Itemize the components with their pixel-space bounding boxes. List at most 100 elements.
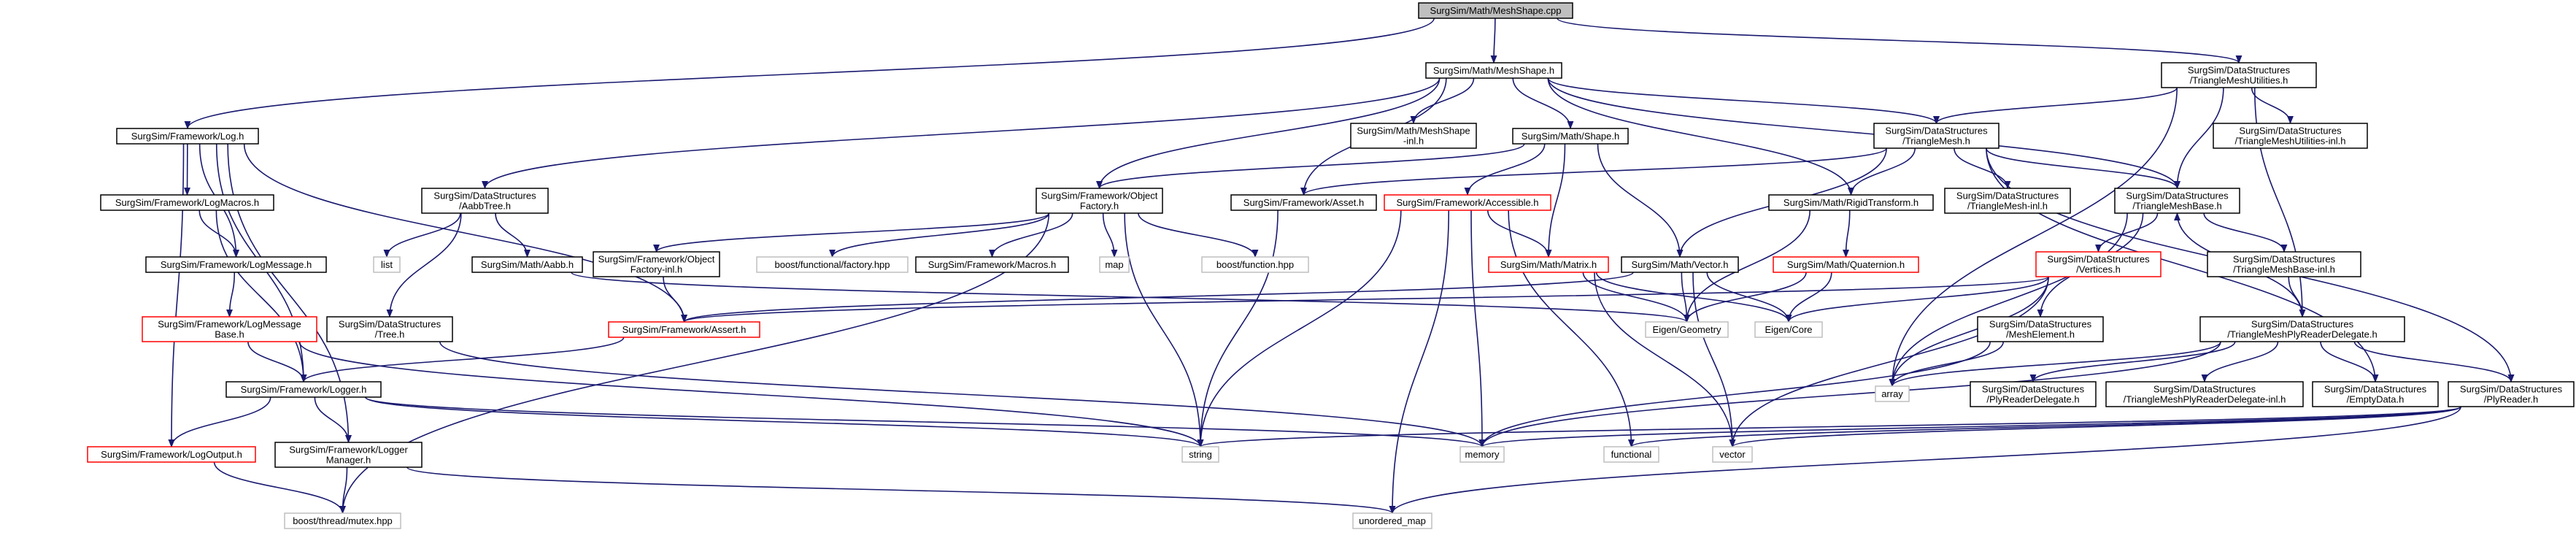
node-logmessage-h[interactable]: SurgSim/Framework/LogMessage.h — [145, 256, 327, 273]
edge-meshshape-h-to-trimeshbase-h — [1547, 77, 2180, 190]
edge-trimeshplydel-h-to-plyreader-h — [2353, 341, 2515, 383]
node-asset-h[interactable]: SurgSim/Framework/Asset.h — [1230, 194, 1377, 211]
node-vertices-h[interactable]: SurgSim/DataStructures/Vertices.h — [2035, 251, 2162, 277]
edge-matrix-h-to-eigen-core — [1595, 272, 1792, 323]
node-assert-h[interactable]: SurgSim/Framework/Assert.h — [608, 321, 760, 338]
node-trimeshplydelinl-h[interactable]: SurgSim/DataStructures/TriangleMeshPlyRe… — [2105, 381, 2304, 407]
node-label: SurgSim/DataStructures — [2251, 319, 2354, 330]
node-label: SurgSim/DataStructures — [2188, 65, 2291, 76]
node-label: /TriangleMeshPlyReaderDelegate-inl.h — [2124, 394, 2286, 405]
edge-trimeshutil-h-to-trimeshutil-inl — [2251, 87, 2294, 125]
node-logoutput-h[interactable]: SurgSim/Framework/LogOutput.h — [87, 446, 256, 463]
node-label: SurgSim/Framework/Object — [1041, 191, 1158, 201]
node-plyreaderdel-h[interactable]: SurgSim/DataStructures/PlyReaderDelegate… — [1970, 381, 2097, 407]
node-label: SurgSim/DataStructures — [1885, 126, 1988, 137]
edge-trimeshplydel-h-to-array — [1889, 341, 2221, 388]
node-box — [284, 512, 401, 529]
node-meshelement-h[interactable]: SurgSim/DataStructures/MeshElement.h — [1977, 316, 2104, 342]
node-label: array — [1881, 388, 1903, 399]
node-label: SurgSim/Math/Quaternion.h — [1787, 259, 1905, 270]
node-map: map — [1099, 256, 1130, 273]
node-box — [1181, 446, 1219, 463]
edge-plyreader-h-to-unordered-map — [1389, 406, 2461, 515]
edge-vector-h-to-assert-h — [681, 272, 1634, 323]
edge-quaternion-h-to-eigen-geometry — [1684, 272, 1807, 323]
node-box — [471, 256, 583, 273]
node-box — [2199, 316, 2405, 342]
edge-rigidtransform-h-to-quaternion-h — [1843, 210, 1851, 258]
node-quaternion-h[interactable]: SurgSim/Math/Quaternion.h — [1773, 256, 1919, 273]
node-macros-h[interactable]: SurgSim/Framework/Macros.h — [915, 256, 1069, 273]
node-meshshape-h[interactable]: SurgSim/Math/MeshShape.h — [1425, 62, 1562, 79]
node-box — [2105, 381, 2304, 407]
node-label: memory — [1465, 449, 1500, 460]
node-label: SurgSim/Framework/Asset.h — [1243, 197, 1364, 208]
node-tree-h[interactable]: SurgSim/DataStructures/Tree.h — [326, 316, 453, 342]
edge-trimesh-h-to-rigidtransform-h — [1848, 147, 1916, 196]
node-aabb-h[interactable]: SurgSim/Math/Aabb.h — [471, 256, 583, 273]
node-trimeshplydel-h[interactable]: SurgSim/DataStructures/TriangleMeshPlyRe… — [2199, 316, 2405, 342]
node-box — [1712, 446, 1753, 463]
node-label: /MeshElement.h — [2006, 329, 2075, 340]
node-trimeshinl-h[interactable]: SurgSim/DataStructures/TriangleMesh-inl.… — [1944, 188, 2071, 214]
node-logger-h[interactable]: SurgSim/Framework/Logger.h — [225, 381, 382, 398]
node-box — [1418, 2, 1573, 19]
node-box — [1425, 62, 1562, 79]
node-label: SurgSim/DataStructures — [433, 191, 536, 201]
edge-logmacros-h-to-logmessage-h — [198, 210, 239, 258]
node-log-h[interactable]: SurgSim/Framework/Log.h — [116, 128, 259, 145]
node-matrix-h[interactable]: SurgSim/Math/Matrix.h — [1488, 256, 1609, 273]
edge-trimeshutil-h-to-trimeshbase-h — [2174, 87, 2224, 190]
edge-trimeshplydel-h-to-memory — [1478, 341, 2221, 448]
edge-logger-h-to-logoutput-h — [168, 396, 271, 448]
edge-vertices-h-to-assert-h — [681, 276, 2049, 323]
node-rigidtransform-h[interactable]: SurgSim/Math/RigidTransform.h — [1768, 194, 1934, 211]
node-meshshape-inl[interactable]: SurgSim/Math/MeshShape-inl.h — [1350, 123, 1477, 149]
node-aabbtree-h[interactable]: SurgSim/DataStructures/AabbTree.h — [421, 188, 549, 214]
node-trimeshutil-inl[interactable]: SurgSim/DataStructures/TriangleMeshUtili… — [2213, 123, 2368, 149]
node-box — [593, 251, 720, 277]
edge-aabbtree-h-to-list — [383, 212, 461, 258]
edge-meshshape-h-to-shape-h — [1512, 77, 1574, 130]
edge-trimesh-h-to-trimeshbase-h — [1986, 147, 2180, 190]
node-box — [1621, 256, 1739, 273]
node-shape-h[interactable]: SurgSim/Math/Shape.h — [1512, 128, 1629, 145]
node-box — [2161, 62, 2317, 88]
node-trimeshbaseinl-h[interactable]: SurgSim/DataStructures/TriangleMeshBase-… — [2207, 251, 2361, 277]
node-emptydata-h[interactable]: SurgSim/DataStructures/EmptyData.h — [2312, 381, 2439, 407]
node-root[interactable]: SurgSim/Math/MeshShape.cpp — [1418, 2, 1573, 19]
node-vector-h[interactable]: SurgSim/Math/Vector.h — [1621, 256, 1739, 273]
node-accessible-h[interactable]: SurgSim/Framework/Accessible.h — [1384, 194, 1551, 211]
node-logmacros-h[interactable]: SurgSim/Framework/LogMacros.h — [100, 194, 274, 211]
node-trimesh-h[interactable]: SurgSim/DataStructures/TriangleMesh.h — [1873, 123, 2000, 149]
node-list: list — [373, 256, 401, 273]
edge-trimeshbase-h-to-vertices-h — [2095, 212, 2159, 253]
edge-vertices-h-to-array — [1889, 276, 2049, 388]
edge-plyreader-h-to-memory — [1479, 406, 2461, 448]
edge-vertices-h-to-eigen-core — [1785, 276, 2049, 323]
node-label: /TriangleMesh.h — [1902, 136, 1970, 147]
edge-objfactory-h-to-macros-h — [989, 212, 1073, 258]
edge-matrix-h-to-eigen-geometry — [1582, 272, 1690, 323]
node-label: /TriangleMeshUtilities-inl.h — [2235, 136, 2346, 147]
node-label: SurgSim/Framework/Logger.h — [241, 384, 367, 395]
node-plyreader-h[interactable]: SurgSim/DataStructures/PlyReader.h — [2448, 381, 2575, 407]
node-label: SurgSim/Framework/Log.h — [131, 131, 244, 142]
node-label: SurgSim/DataStructures — [2324, 384, 2427, 395]
edge-trimeshplydel-h-to-emptydata-h — [2320, 341, 2379, 383]
node-label: SurgSim/Framework/LogMessage.h — [161, 259, 312, 270]
edge-trimeshutil-h-to-trimeshplydel-h — [2253, 87, 2306, 318]
node-box — [1352, 512, 1432, 529]
edge-trimeshplydel-h-to-plyreaderdel-h — [2029, 341, 2236, 383]
edge-loggermanager-h-to-boost-mutex — [339, 466, 348, 515]
edge-vertices-h-to-vector — [1729, 276, 2049, 448]
node-trimeshbase-h[interactable]: SurgSim/DataStructures/TriangleMeshBase.… — [2114, 188, 2240, 214]
node-label: SurgSim/DataStructures — [2460, 384, 2563, 395]
node-trimeshutil-h[interactable]: SurgSim/DataStructures/TriangleMeshUtili… — [2161, 62, 2317, 88]
node-box — [1384, 194, 1551, 211]
